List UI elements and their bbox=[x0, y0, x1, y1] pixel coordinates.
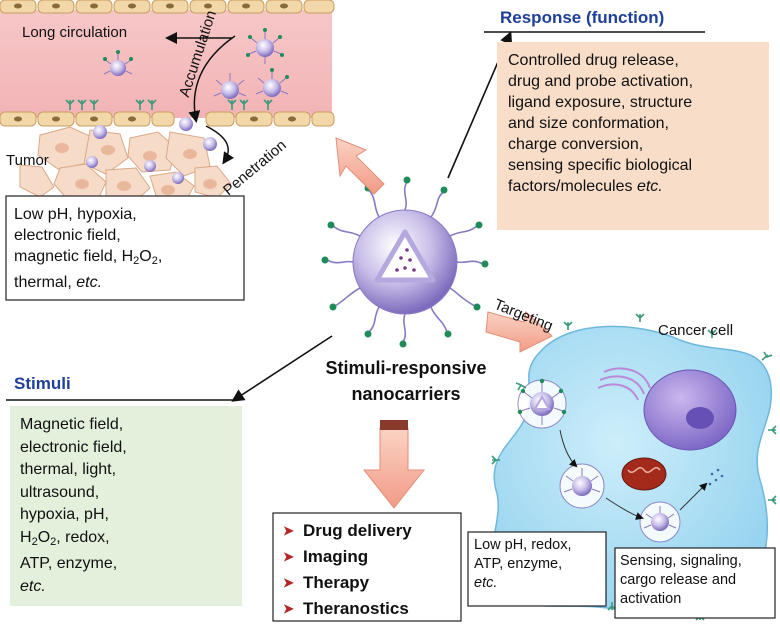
nanocarrier-title-line: Stimuli-responsive bbox=[325, 358, 487, 378]
stimuli-text: Magnetic field, electronic field, therma… bbox=[20, 414, 240, 598]
stimuli-line: electronic field, bbox=[20, 438, 127, 456]
response-line: charge conversion, bbox=[508, 136, 644, 153]
cell-stimuli-line: Low pH, redox, bbox=[474, 537, 572, 553]
flow-arrows bbox=[335, 137, 553, 509]
pathway-arrows bbox=[165, 32, 236, 165]
tumor-cluster bbox=[19, 126, 232, 205]
tumor-stimuli-text: Low pH, hypoxia, electronic field, magne… bbox=[14, 204, 242, 293]
response-text: Controlled drug release, drug and probe … bbox=[508, 50, 766, 197]
stimuli-line: hypoxia, pH, bbox=[20, 506, 109, 523]
response-title: Response (function) bbox=[500, 8, 665, 27]
application-item: Theranostics bbox=[283, 596, 458, 622]
cell-response-line: activation bbox=[620, 591, 682, 607]
cell-stimuli-box bbox=[467, 531, 607, 607]
tumor-stimuli-line: electronic field, bbox=[14, 227, 121, 244]
arrow-cap bbox=[380, 420, 408, 430]
small-nanoparticles bbox=[86, 28, 289, 184]
cell-response-text: Sensing, signaling, cargo release and ac… bbox=[620, 552, 776, 609]
response-line: factors/molecules etc. bbox=[508, 178, 663, 195]
applications-list: Drug delivery Imaging Therapy Theranosti… bbox=[283, 518, 458, 622]
tumor-stimuli-line: magnetic field, H2O2, bbox=[14, 248, 163, 267]
tumor-stimuli-box bbox=[5, 195, 245, 301]
response-line: ligand exposure, structure bbox=[508, 94, 693, 111]
stimuli-title: Stimuli bbox=[14, 374, 71, 393]
cancer-cell-label: Cancer cell bbox=[658, 322, 734, 339]
stimuli-box bbox=[10, 406, 242, 606]
cell-response-box bbox=[614, 547, 776, 619]
cell-stimuli-text: Low pH, redox, ATP, enzyme, etc. bbox=[474, 536, 606, 593]
response-line: Controlled drug release, bbox=[508, 52, 679, 69]
tumor-stimuli-line: thermal, etc. bbox=[14, 274, 103, 291]
tumor-stimuli-line: Low pH, hypoxia, bbox=[14, 206, 137, 223]
stimuli-line: ultrasound, bbox=[20, 483, 100, 501]
stimuli-line: thermal, light, bbox=[20, 461, 117, 478]
cell-stimuli-line: ATP, enzyme, bbox=[474, 556, 563, 572]
response-line: and size conformation, bbox=[508, 115, 669, 132]
cell-response-line: Sensing, signaling, bbox=[620, 553, 742, 569]
nanocarrier-illustration bbox=[321, 176, 489, 348]
response-box bbox=[497, 42, 769, 230]
nanocarrier-title: Stimuli-responsive nanocarriers bbox=[306, 355, 506, 407]
stimuli-line: ATP, enzyme, bbox=[20, 555, 118, 572]
cell-response-line: cargo release and bbox=[620, 572, 737, 588]
stimuli-line: H2O2, redox, bbox=[20, 528, 110, 548]
cell-stimuli-line: etc. bbox=[474, 575, 498, 591]
stimuli-line: etc. bbox=[20, 577, 46, 595]
application-item: Imaging bbox=[283, 544, 458, 570]
response-line: drug and probe activation, bbox=[508, 73, 694, 90]
application-item: Therapy bbox=[283, 570, 458, 596]
blood-vessel bbox=[0, 0, 335, 127]
tumor-label: Tumor bbox=[6, 152, 49, 169]
application-item: Drug delivery bbox=[283, 518, 458, 544]
response-line: sensing specific biological bbox=[508, 157, 693, 174]
nanocarrier-title-line: nanocarriers bbox=[351, 384, 461, 404]
long-circulation-label: Long circulation bbox=[22, 24, 128, 41]
stimuli-line: Magnetic field, bbox=[20, 416, 124, 433]
